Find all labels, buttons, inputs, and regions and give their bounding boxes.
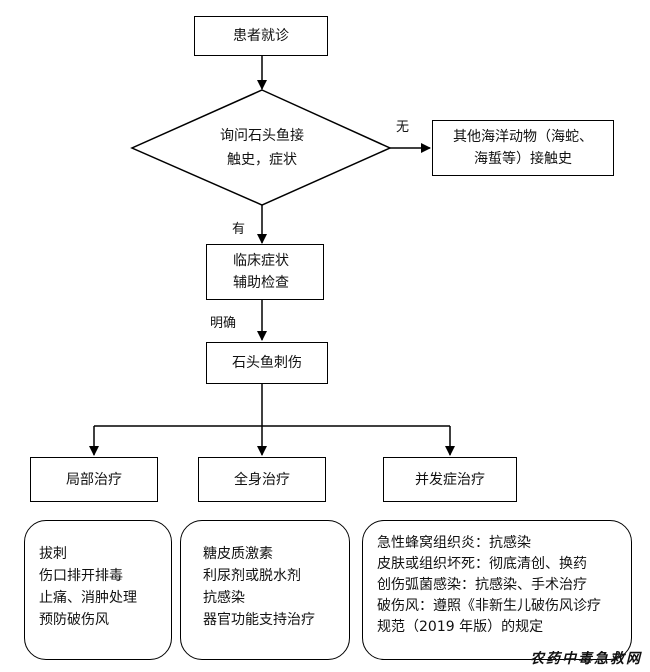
edge-label-yes: 有 bbox=[232, 222, 246, 237]
edge-label-confirmed: 明确 bbox=[210, 316, 237, 331]
systemic-detail-1: 糖皮质激素 bbox=[203, 546, 273, 562]
local-detail-1: 拔刺 bbox=[39, 546, 67, 562]
local-treatment-node: 局部治疗 bbox=[30, 457, 158, 502]
complication-detail-2: 皮肤或组织坏死：彻底清创、换药 bbox=[377, 556, 587, 572]
complication-detail-5: 规范（2019 年版）的规定 bbox=[377, 619, 544, 635]
local-detail-4: 预防破伤风 bbox=[39, 612, 109, 628]
complication-detail-3: 创伤弧菌感染：抗感染、手术治疗 bbox=[377, 577, 587, 593]
complication-treatment-details: 急性蜂窝组织炎：抗感染 皮肤或组织坏死：彻底清创、换药 创伤弧菌感染：抗感染、手… bbox=[362, 520, 632, 660]
watermark-text: 农药中毒急救网 bbox=[530, 651, 642, 667]
systemic-treatment-node: 全身治疗 bbox=[198, 457, 326, 502]
local-treatment-details: 拔刺 伤口排开排毒 止痛、消肿处理 预防破伤风 bbox=[24, 520, 172, 660]
systemic-detail-4: 器官功能支持治疗 bbox=[203, 612, 315, 628]
complication-detail-1: 急性蜂窝组织炎：抗感染 bbox=[377, 535, 531, 551]
edge-label-no: 无 bbox=[396, 120, 410, 135]
systemic-treatment-label: 全身治疗 bbox=[234, 471, 290, 488]
complication-detail-4: 破伤风：遵照《非新生儿破伤风诊疗 bbox=[377, 598, 601, 614]
local-detail-3: 止痛、消肿处理 bbox=[39, 590, 137, 606]
systemic-treatment-details: 糖皮质激素 利尿剂或脱水剂 抗感染 器官功能支持治疗 bbox=[180, 520, 350, 660]
other-line-2: 海蜇等）接触史 bbox=[474, 151, 572, 167]
clinical-line-2: 辅助检查 bbox=[233, 275, 289, 291]
other-line-1: 其他海洋动物（海蛇、 bbox=[453, 129, 593, 145]
local-treatment-label: 局部治疗 bbox=[66, 471, 122, 488]
clinical-exam-node: 临床症状 辅助检查 bbox=[206, 244, 324, 300]
complication-treatment-label: 并发症治疗 bbox=[415, 471, 485, 488]
decision-line-2: 触史，症状 bbox=[227, 152, 297, 168]
other-marine-animal-node: 其他海洋动物（海蛇、 海蜇等）接触史 bbox=[432, 120, 614, 176]
decision-line-1: 询问石头鱼接 bbox=[220, 128, 304, 144]
local-detail-2: 伤口排开排毒 bbox=[39, 568, 123, 584]
systemic-detail-2: 利尿剂或脱水剂 bbox=[203, 568, 301, 584]
decision-node-label: 询问石头鱼接 触史，症状 bbox=[182, 124, 342, 172]
clinical-line-1: 临床症状 bbox=[233, 253, 289, 269]
diagnosis-label: 石头鱼刺伤 bbox=[232, 355, 302, 371]
diagnosis-node: 石头鱼刺伤 bbox=[206, 342, 328, 384]
complication-treatment-node: 并发症治疗 bbox=[383, 457, 517, 502]
start-node: 患者就诊 bbox=[194, 16, 328, 56]
start-node-label: 患者就诊 bbox=[233, 28, 289, 44]
systemic-detail-3: 抗感染 bbox=[203, 590, 245, 606]
